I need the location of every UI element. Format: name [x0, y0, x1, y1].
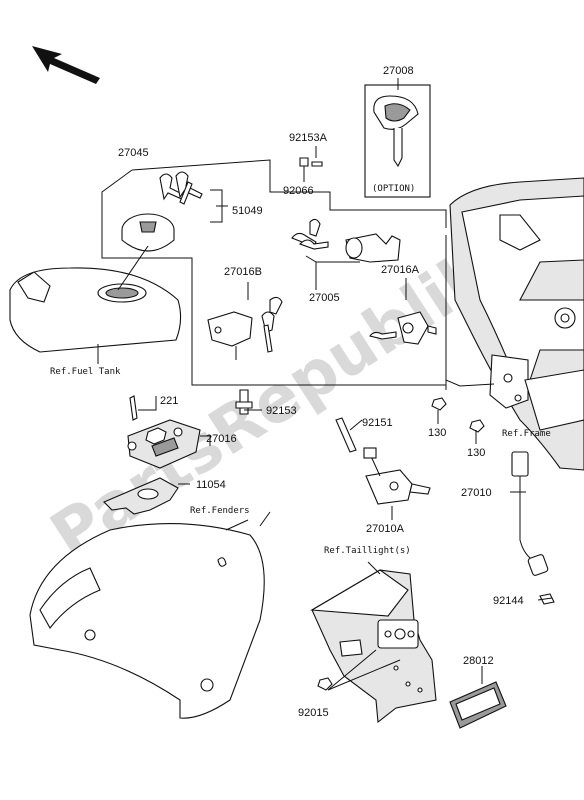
ref-fenders: Ref.Fenders [190, 506, 250, 516]
callout-labels: 27008 92153A 92066 27045 51049 27016B 27… [118, 65, 524, 719]
fuel-cap [121, 213, 175, 252]
key-27008-box [364, 84, 431, 198]
callout-92015: 92015 [298, 707, 329, 719]
callout-130-b: 130 [467, 447, 485, 459]
ignition-switch-27005 [291, 218, 401, 263]
callout-221: 221 [160, 395, 178, 407]
arrow-up-left-icon [32, 46, 100, 84]
frame-reference [449, 177, 584, 471]
switch-27016A [369, 311, 437, 345]
lock-27016 [127, 419, 201, 469]
fuel-tank-reference [9, 267, 182, 353]
fender-reference [29, 523, 265, 719]
callout-92144: 92144 [493, 595, 524, 607]
taillight-bracket-reference [310, 569, 437, 724]
reference-labels: Ref.Fuel Tank Ref.Frame Ref.Fenders Ref.… [50, 184, 551, 556]
fasteners [129, 157, 555, 691]
callout-27016B: 27016B [224, 266, 262, 278]
callout-130-a: 130 [428, 427, 446, 439]
callout-27008: 27008 [383, 65, 414, 77]
ref-frame: Ref.Frame [502, 429, 551, 439]
callout-92153: 92153 [266, 405, 297, 417]
callout-27045: 27045 [118, 147, 149, 159]
leader-lines [97, 78, 553, 691]
callout-27010: 27010 [461, 487, 492, 499]
reflector-28012 [449, 681, 507, 729]
lock-27016B [207, 296, 283, 353]
callout-27016A: 27016A [381, 264, 420, 276]
callout-27010A: 27010A [366, 523, 405, 535]
ref-fuel-tank: Ref.Fuel Tank [50, 367, 121, 377]
callout-11054: 11054 [196, 479, 226, 491]
callout-51049: 51049 [232, 205, 263, 217]
ref-taillights: Ref.Taillight(s) [324, 546, 411, 556]
callout-27005: 27005 [309, 292, 340, 304]
plate-11054 [103, 477, 179, 515]
keys-51049 [159, 171, 203, 205]
switch-27010A [363, 447, 431, 505]
callout-92151: 92151 [362, 417, 393, 429]
wire-27010 [511, 451, 549, 576]
callout-27016: 27016 [206, 433, 237, 445]
callout-92066: 92066 [283, 185, 314, 197]
callout-92153A: 92153A [289, 132, 328, 144]
option-note: (OPTION) [372, 184, 415, 194]
callout-28012: 28012 [463, 655, 494, 667]
